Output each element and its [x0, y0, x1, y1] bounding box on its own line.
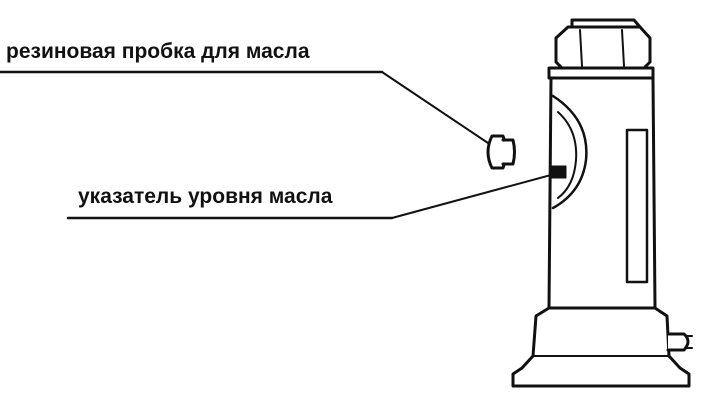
oil-plug-label: резиновая пробка для масла: [6, 40, 310, 63]
oil-level-indicator-label: указатель уровня масла: [78, 185, 333, 208]
oil-plug-leader: [0, 70, 489, 144]
hydraulic-jack: [511, 18, 693, 388]
rubber-oil-plug: [486, 134, 516, 170]
oil-level-leader: [66, 171, 563, 220]
